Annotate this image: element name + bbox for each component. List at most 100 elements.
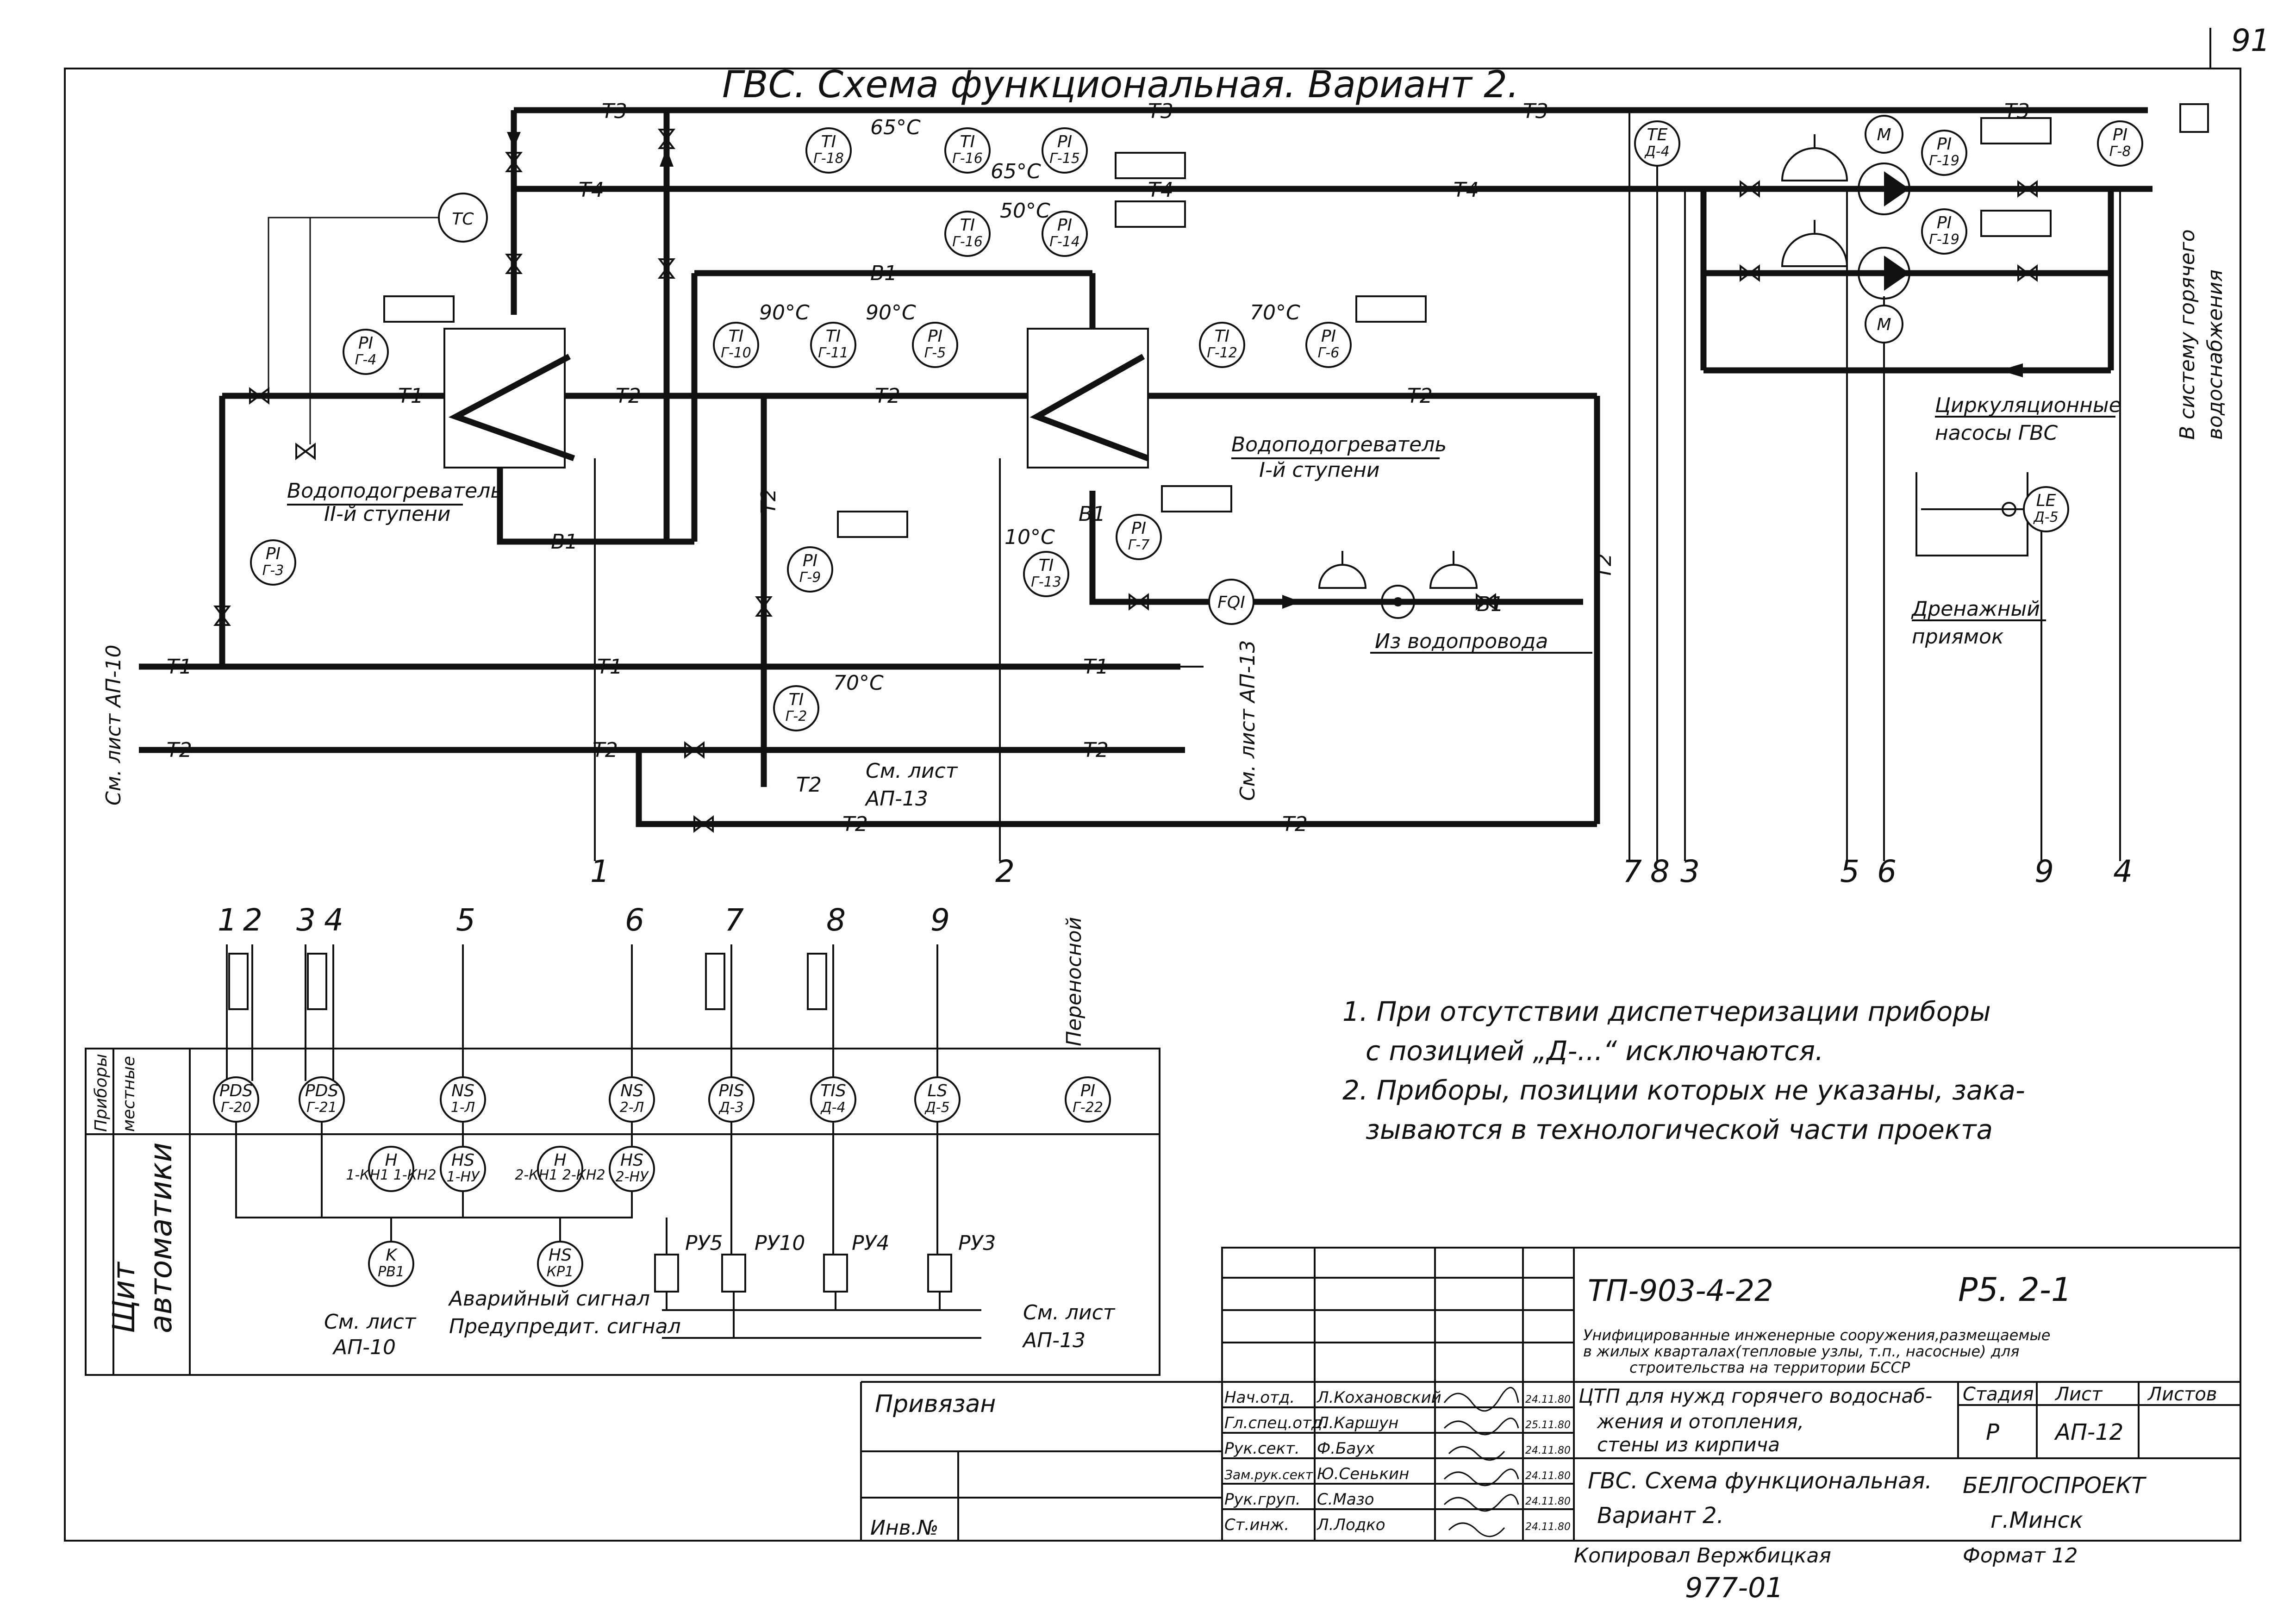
panel-see-left-2: АП-10 [332, 1336, 396, 1359]
panel-frame [85, 1048, 1160, 1376]
svg-text:Г-16: Г-16 [952, 150, 983, 167]
tb-archive: 977-01 [1685, 1572, 1784, 1604]
panel-local-label-2: местные [119, 1056, 138, 1132]
panel-col-4: 4 [324, 902, 343, 938]
signer-name-6: Л.Лодко [1316, 1516, 1385, 1534]
svg-text:TC: TC [452, 210, 474, 229]
instrument-ti-g16b: TIГ-16 [944, 211, 991, 257]
heater-stage-1 [1027, 328, 1149, 468]
warning-signal: Предупредит. сигнал [449, 1315, 681, 1338]
svg-text:Г-16: Г-16 [952, 234, 983, 250]
to-system-2: водоснабжения [2203, 269, 2227, 440]
panel-see-right-2: АП-13 [1022, 1329, 1086, 1352]
temp-2: 65°С [991, 160, 1041, 183]
ref-left-sheet: См. лист АП-10 [102, 645, 125, 806]
instrument-pi-g6: PIГ-6 [1305, 322, 1352, 368]
temp-8: 70°С [833, 671, 884, 695]
svg-text:TI: TI [789, 690, 804, 709]
tb-sheet-title-2: Вариант 2. [1597, 1503, 1724, 1529]
signer-date-3: 24.11.80 [1525, 1445, 1571, 1456]
panel-portable: Переносной [1062, 917, 1086, 1046]
svg-text:PI: PI [1057, 132, 1072, 151]
panel-see-left-1: См. лист [324, 1310, 417, 1334]
pipe-t3-b: Т3 [1148, 100, 1173, 123]
svg-text:LS: LS [928, 1081, 948, 1100]
svg-text:PI: PI [2113, 125, 2128, 144]
temp-7: 10°С [1004, 525, 1055, 549]
svg-text:1-Л: 1-Л [451, 1099, 475, 1116]
tb-object-2: жения и отопления, [1597, 1410, 1804, 1433]
svg-text:1-НУ: 1-НУ [447, 1169, 480, 1185]
svg-text:Д-3: Д-3 [718, 1099, 743, 1116]
instrument-pi-g7: PIГ-7 [1116, 514, 1162, 560]
instrument-pi-g9: PIГ-9 [787, 546, 833, 593]
pipe-t2-i: Т2 [1282, 812, 1308, 836]
svg-text:Г-20: Г-20 [221, 1099, 251, 1116]
pipe-t2-v1: Т2 [757, 488, 780, 514]
tb-inv: Инв.№ [870, 1516, 938, 1540]
pipe-t2-g: Т2 [796, 773, 822, 797]
tb-hdr-stage: Стадия [1963, 1384, 2034, 1405]
pipe-b1-a: В1 [870, 262, 897, 285]
relay-ru10: РУ10 [755, 1231, 805, 1255]
ref-mid-sheet-2: АП-13 [864, 787, 928, 811]
svg-text:Д-4: Д-4 [820, 1099, 845, 1116]
pumps-label-1: Циркуляционные [1935, 394, 2121, 417]
pipe-t1-c: Т1 [597, 655, 623, 679]
panel-col-7: 7 [724, 902, 744, 938]
line-num-2: 2 [995, 854, 1015, 889]
instrument-te-d4: TEД-4 [1634, 120, 1680, 167]
tb-org-1: БЕЛГОСПРОЕКТ [1963, 1473, 2147, 1499]
panel-col-1: 1 [218, 902, 237, 938]
drawing-frame [64, 68, 2241, 1542]
panel-col-5: 5 [456, 902, 475, 938]
signer-date-6: 24.11.80 [1525, 1521, 1571, 1533]
heater2-stage: II-й ступени [324, 502, 450, 526]
heater-stage-2 [443, 328, 566, 468]
diagram-title: ГВС. Схема функциональная. Вариант 2. [722, 63, 1519, 106]
note-1b: с позицией „Д-...“ исключаются. [1366, 1035, 1823, 1067]
line-num-5: 5 [1840, 854, 1859, 889]
instrument-ti-g18: TIГ-18 [805, 127, 852, 174]
svg-text:Г-18: Г-18 [813, 150, 844, 167]
line-num-6: 6 [1877, 854, 1897, 889]
pipe-b1-b: В1 [551, 530, 578, 554]
svg-text:Г-21: Г-21 [306, 1099, 337, 1116]
relay-ru3: РУ3 [958, 1231, 996, 1255]
panel-hs-2nu: HS2-НУ [609, 1146, 655, 1192]
instrument-pi-g14: PIГ-14 [1042, 211, 1088, 257]
svg-text:NS: NS [620, 1081, 643, 1100]
svg-text:PI: PI [358, 334, 373, 353]
svg-text:1-КН1 1-КН2: 1-КН1 1-КН2 [346, 1167, 436, 1183]
alarm-signal: Аварийный сигнал [448, 1287, 650, 1311]
svg-text:Г-19: Г-19 [1929, 153, 1959, 169]
instrument-ti-g13: TIГ-13 [1023, 551, 1069, 597]
pipe-t2-b: Т2 [875, 384, 900, 408]
svg-text:TI: TI [1039, 556, 1054, 575]
svg-text:TI: TI [729, 327, 744, 346]
svg-text:TI: TI [826, 327, 841, 346]
tb-code: ТП-903-4-22 [1588, 1274, 1773, 1308]
line-num-8: 8 [1650, 854, 1670, 889]
page-number: 91 [2231, 23, 2270, 58]
svg-text:Г-5: Г-5 [924, 345, 946, 361]
svg-text:Г-13: Г-13 [1031, 574, 1061, 590]
svg-text:NS: NS [451, 1081, 474, 1100]
local-ls-d5: LSД-5 [914, 1076, 961, 1123]
instrument-ti-g10: TIГ-10 [713, 322, 759, 368]
pipe-b1-d: В1 [1477, 593, 1504, 616]
tb-sheet-code: Р5. 2-1 [1958, 1271, 2072, 1309]
heater2-label: Водоподогреватель [287, 479, 502, 503]
pipe-t3-d: Т3 [2004, 100, 2030, 123]
svg-text:TI: TI [960, 216, 975, 235]
instrument-tc: TC [438, 193, 488, 243]
svg-text:Г-14: Г-14 [1049, 234, 1080, 250]
svg-text:PI: PI [1937, 135, 1952, 154]
pipe-t1-b: Т1 [167, 655, 192, 679]
temp-4: 90°С [759, 301, 810, 325]
